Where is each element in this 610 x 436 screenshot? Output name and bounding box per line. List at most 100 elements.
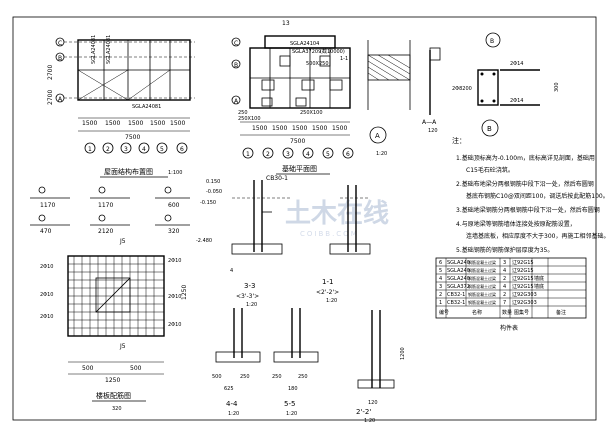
row-name: CB32-1 [447, 292, 465, 298]
note-4: 基底布钢筋C10@双间距100，调送后按此配筋100。 [466, 192, 609, 200]
slab-dim-side: 1250 [181, 285, 188, 300]
found-axis-a: A [234, 98, 239, 105]
beam-dim-1: 1170 [40, 202, 55, 209]
sec22-dim-1: 1200 [400, 347, 406, 360]
note-6: 4.与原地梁等钢筋墙体连接处按原配筋设置， [456, 220, 576, 228]
row-name: SGLA240 [447, 268, 470, 274]
found-dim-3: 1500 [292, 125, 307, 132]
found-dim-4: 1500 [312, 125, 327, 132]
row-desc: 钢筋混凝土过梁 [468, 275, 496, 281]
found-dim-total: 7500 [290, 138, 305, 145]
row-name: SGLA240 [447, 260, 470, 266]
sec44-label: 4-4 [226, 400, 238, 408]
table-row: 6 SGLA240 钢筋混凝土过梁 3 辽92G15 [439, 259, 534, 266]
detail-b: B 2Φ14 2Φ14 300 2Φ8200 B [452, 32, 560, 137]
row-qty: 2 [503, 292, 506, 298]
sec33-sub: <3'-3'> [236, 293, 259, 300]
found-axis-2: 2 [266, 151, 270, 158]
detail-b-dim-3: 300 [554, 82, 560, 92]
slab-scale: 320 [112, 406, 122, 412]
row-desc: 钢筋混凝土过梁 [468, 299, 496, 305]
section-1-1: 1-1 <2'-2'> 1:20 [316, 185, 371, 304]
sec22-scale: 1:20 [364, 418, 375, 424]
roof-dim-1: 1500 [82, 120, 97, 127]
sec11-sub: <2'-2'> [316, 289, 339, 296]
row-qty: 2 [503, 276, 506, 282]
slab-label-top: J5 [119, 238, 126, 245]
table-row: 4 SGLA240 钢筋混凝土过梁 2 辽92G15 墙底 [439, 275, 544, 282]
roof-label-1: SGLA24081 [91, 35, 97, 64]
found-axis-3: 3 [286, 151, 290, 158]
row-qty: 4 [503, 268, 506, 274]
row-qty: 3 [503, 260, 506, 266]
row-name: SGLA240 [447, 276, 470, 282]
note-2: C15毛石砼浇筑。 [466, 166, 514, 174]
found-axis-b: B [234, 62, 238, 69]
beam-dim-3: 600 [168, 202, 180, 209]
note-1: 1.基础顶标高为-0.100m，底标高详见剖面，基础用 [456, 154, 595, 162]
footing-pads [261, 55, 343, 107]
roof-axis-1: 1 [88, 146, 92, 153]
sec11-label: 1-1 [322, 278, 333, 286]
beam-dim-6: 320 [168, 228, 180, 235]
row-desc: 钢筋混凝土过梁 [468, 259, 496, 265]
row-desc: 钢筋混凝土过梁 [468, 291, 496, 297]
sec33-dim-2: -0.050 [206, 189, 222, 195]
slab-bar-1: 2Φ10 [40, 264, 53, 270]
foundation-axis-top: 13 [282, 20, 290, 27]
detail-b-label: B [487, 125, 492, 133]
slab-reinforcement: J5 2Φ10 2Φ10 2Φ10 2Φ10 2Φ10 2Φ10 J5 500 … [40, 238, 188, 412]
detail-a-label: A [375, 132, 380, 140]
slab-dim-1: 500 [82, 365, 94, 372]
found-axis-4: 4 [306, 151, 310, 158]
row-no: 4 [439, 276, 442, 282]
row-no: 6 [439, 260, 442, 266]
sec33-dim-1: 0.150 [206, 179, 220, 185]
roof-plan-title: 屋面结构布置图 [104, 167, 153, 176]
row-no: 2 [439, 292, 442, 298]
row-code: 辽92G303 [512, 299, 537, 306]
row-no: 3 [439, 284, 442, 290]
foundation-label-8: 1-1 [340, 56, 348, 62]
roof-dim-2: 1500 [105, 120, 120, 127]
axis-label-b: B [58, 55, 62, 62]
row-desc: 钢筋混凝土过梁 [468, 283, 496, 289]
found-axis-5: 5 [326, 151, 330, 158]
foundation-label-4: 500X250 [306, 61, 329, 67]
roof-axis-3: 3 [124, 146, 128, 153]
drawing-frame [12, 16, 597, 421]
notes-title: 注： [452, 136, 466, 145]
section-5-5: 250 250 180 5-5 1:20 [272, 308, 319, 417]
row-name: CB32-1 [447, 300, 465, 306]
foundation-plan-title: 基础平面图 [282, 164, 317, 173]
detail-b-dim-2: 2Φ14 [510, 98, 523, 104]
row-note: 墙底 [534, 283, 544, 290]
sec33-scale: 1:20 [246, 302, 257, 308]
detail-b-top-label: B [490, 38, 494, 45]
table-row: 3 SGLA372 钢筋混凝土过梁 4 辽92G15 墙底 [439, 283, 544, 290]
slab-dim-total: 1250 [105, 377, 120, 384]
sec55-label: 5-5 [284, 400, 295, 408]
note-8: 5.基础钢筋的钢筋保护层厚度为35。 [456, 246, 553, 254]
found-axis-6: 6 [346, 151, 350, 158]
row-no: 1 [439, 300, 442, 306]
roof-dim-side-2: 2700 [47, 90, 54, 105]
foundation-label-3: (截10000) [320, 48, 345, 55]
sec44-scale: 1:20 [228, 411, 239, 417]
detail-b-bubble [481, 119, 499, 137]
roof-plan-scale: 1:100 [168, 170, 182, 176]
sec55-scale: 1:20 [286, 411, 297, 417]
beam-details: 1170 1170 600 470 2120 320 [30, 186, 190, 235]
row-code: 辽92G303 [512, 291, 537, 298]
slab-dim-2: 500 [130, 365, 142, 372]
slab-bar-3: 2Φ10 [40, 314, 53, 320]
axis-label-c: C [58, 40, 62, 47]
table-row: 5 SGLA240 钢筋混凝土过梁 4 辽92G15 [439, 267, 534, 274]
row-desc: 钢筋混凝土过梁 [468, 267, 496, 273]
found-dim-5: 1500 [332, 125, 347, 132]
note-7: 连墙基底板，相应厚度不大于300，再施工相邻基础。 [466, 232, 609, 240]
slab-label-bottom: J5 [119, 343, 126, 350]
slab-title: 楼板配筋图 [96, 391, 131, 400]
found-dim-2: 1500 [272, 125, 287, 132]
